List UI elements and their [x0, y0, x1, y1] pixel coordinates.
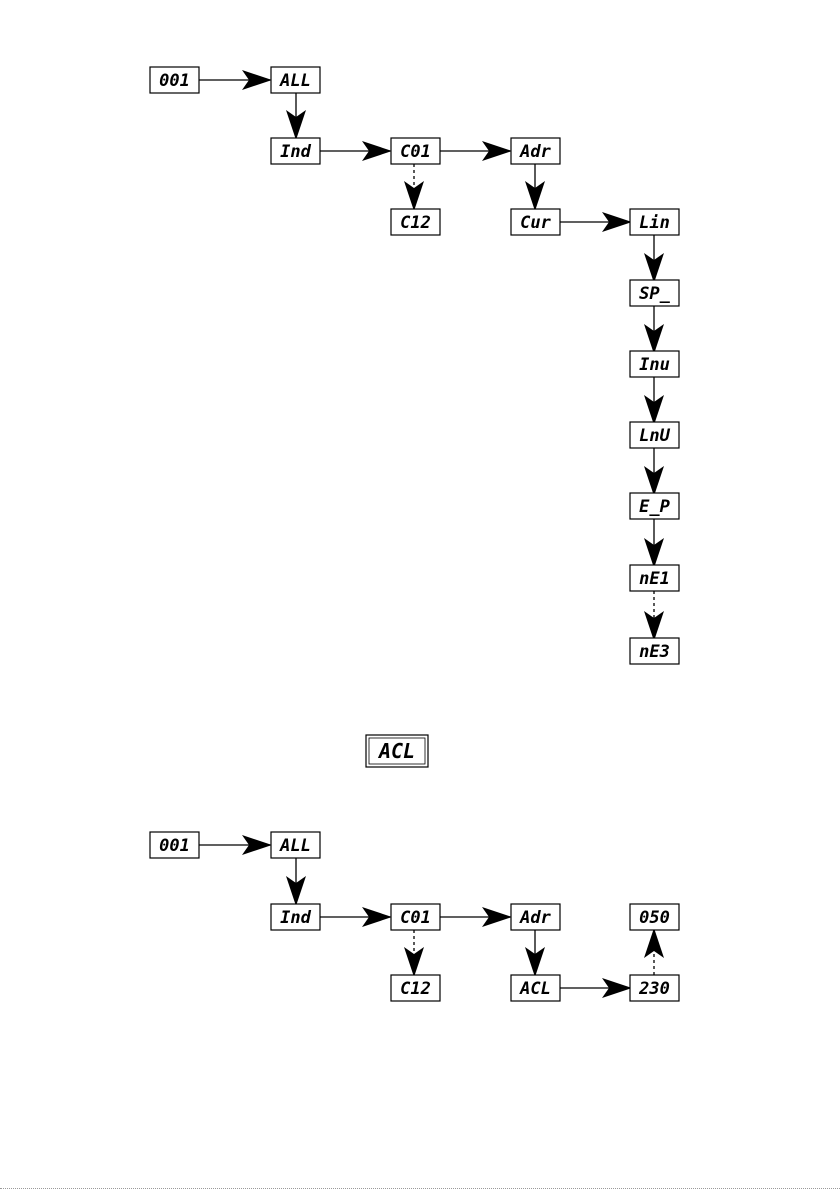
- display-node: LnU: [630, 422, 679, 448]
- display-text: C12: [400, 979, 431, 999]
- display-text: 001: [159, 836, 190, 856]
- display-text: 230: [638, 979, 670, 999]
- display-text: Inu: [639, 355, 670, 375]
- display-text: Ind: [280, 142, 311, 162]
- display-text: Lin: [639, 213, 670, 233]
- display-text: LnU: [639, 426, 670, 446]
- display-node: 001: [150, 832, 199, 858]
- display-text: C01: [400, 908, 431, 928]
- display-text: ACL: [377, 739, 415, 763]
- display-node: ALL: [271, 832, 320, 858]
- display-node: nE1: [630, 565, 679, 591]
- display-node: C12: [391, 975, 440, 1001]
- display-node: Ind: [271, 138, 320, 164]
- display-text: Adr: [519, 142, 551, 162]
- display-text: nE1: [639, 569, 670, 589]
- display-text: E_P: [639, 497, 670, 517]
- display-text: C01: [400, 142, 431, 162]
- display-node: C01: [391, 138, 440, 164]
- display-text: 050: [639, 908, 670, 928]
- display-node: ACL: [511, 975, 560, 1001]
- display-node: Inu: [630, 351, 679, 377]
- display-text: SP_: [639, 284, 670, 304]
- display-node: Adr: [511, 138, 560, 164]
- display-text: Cur: [520, 213, 551, 233]
- display-text: ALL: [279, 71, 311, 91]
- display-node: C01: [391, 904, 440, 930]
- display-text: ALL: [279, 836, 311, 856]
- display-text: 001: [159, 71, 190, 91]
- display-node: Ind: [271, 904, 320, 930]
- standalone-display: ACL: [366, 735, 428, 767]
- display-node: nE3: [630, 638, 679, 664]
- display-node: C12: [391, 209, 440, 235]
- flow-diagram-1: 001 ALL Ind C01 Adr C12 Cur Lin: [150, 67, 679, 664]
- display-text: nE3: [639, 642, 670, 662]
- display-node: 050: [630, 904, 679, 930]
- display-node: E_P: [630, 493, 679, 519]
- display-node: Adr: [511, 904, 560, 930]
- flow-diagram-2: 001 ALL Ind C01 Adr C12 ACL 230: [150, 832, 679, 1001]
- display-node: SP_: [630, 280, 679, 306]
- display-text: Ind: [280, 908, 311, 928]
- display-text: ACL: [519, 979, 551, 999]
- display-text: C12: [400, 213, 431, 233]
- display-node: 230: [630, 975, 679, 1001]
- display-text: Adr: [519, 908, 551, 928]
- display-node: 001: [150, 67, 199, 93]
- display-node: Cur: [511, 209, 560, 235]
- display-node: Lin: [630, 209, 679, 235]
- display-node: ALL: [271, 67, 320, 93]
- bottom-dotted-rule: [0, 1188, 840, 1189]
